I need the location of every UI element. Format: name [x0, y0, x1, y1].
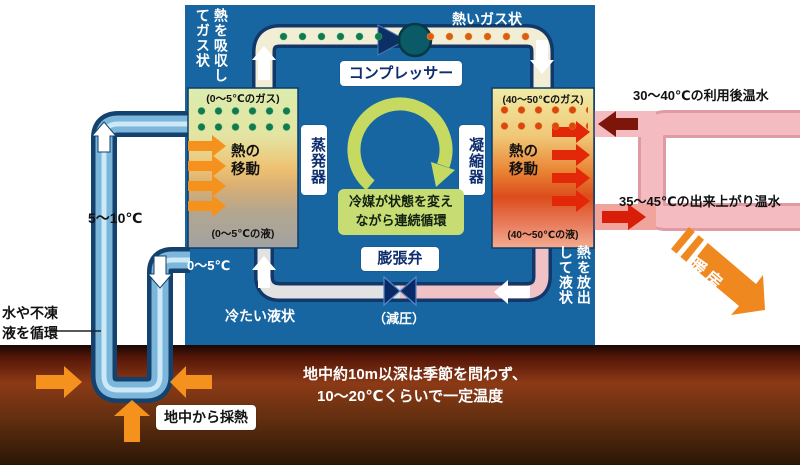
ground-loop-flow-arrows — [90, 121, 174, 289]
condenser-heat-move-label: 熱の移動 — [509, 144, 538, 179]
circulate-label: 水や不凍液を循環 — [2, 305, 58, 341]
ground-heat-arrows — [36, 366, 212, 442]
evaporator-heat-move-label: 熱の移動 — [231, 144, 260, 179]
hot-gas-label: 熱いガス状 — [452, 11, 522, 27]
evaporator-gas-temp: (0〜5℃のガス) — [206, 93, 280, 105]
condenser-gas-dots — [496, 102, 588, 134]
collect-heat-label: 地中から採熱 — [156, 405, 256, 430]
evaporator-liquid-temp: (0〜5℃の液) — [211, 228, 275, 240]
condenser-label: 凝縮器 — [459, 125, 485, 195]
ground-note-line2: 10〜20℃くらいで一定温度 — [317, 388, 504, 405]
evaporator-gas-dots — [193, 103, 295, 135]
condenser-liquid-temp: (40〜50℃の液) — [507, 230, 579, 241]
compressor-label: コンプレッサー — [340, 61, 462, 86]
return-water-label: 30〜40℃の利用後温水 — [633, 88, 769, 103]
expansion-valve-label: 膨張弁 — [361, 247, 439, 271]
absorb-gas-label: 熱を吸収してガス状 — [194, 8, 229, 83]
heating-arrow — [671, 227, 765, 315]
condenser-gas-temp: (40〜50℃のガス) — [502, 95, 584, 106]
ground-loop-up-temp: 5〜10℃ — [88, 210, 143, 226]
hot-gas-dots — [421, 29, 533, 44]
supply-water-label: 35〜45℃の出来上がり温水 — [619, 194, 781, 209]
expansion-valve-icon — [383, 275, 417, 307]
water-flow-arrows — [598, 111, 646, 230]
refrigerant-cycle-note: 冷媒が状態を変えながら連続循環 — [338, 189, 464, 235]
ground-loop-down-temp: 0〜5℃ — [187, 258, 231, 273]
ground-note-line1: 地中約10m以深は季節を問わず、 — [303, 366, 527, 383]
decompression-label: （減圧） — [373, 311, 426, 326]
refrigerant-cycle-arrow — [347, 97, 455, 191]
evaporator-heat-arrows — [188, 135, 226, 217]
cold-gas-dots — [274, 29, 390, 44]
release-liquid-label: 熱を放出して液状 — [557, 245, 592, 305]
refrigerant-flow-arrows — [252, 40, 554, 304]
cold-liquid-label: 冷たい液状 — [225, 308, 295, 324]
evaporator-label: 蒸発器 — [301, 125, 327, 195]
